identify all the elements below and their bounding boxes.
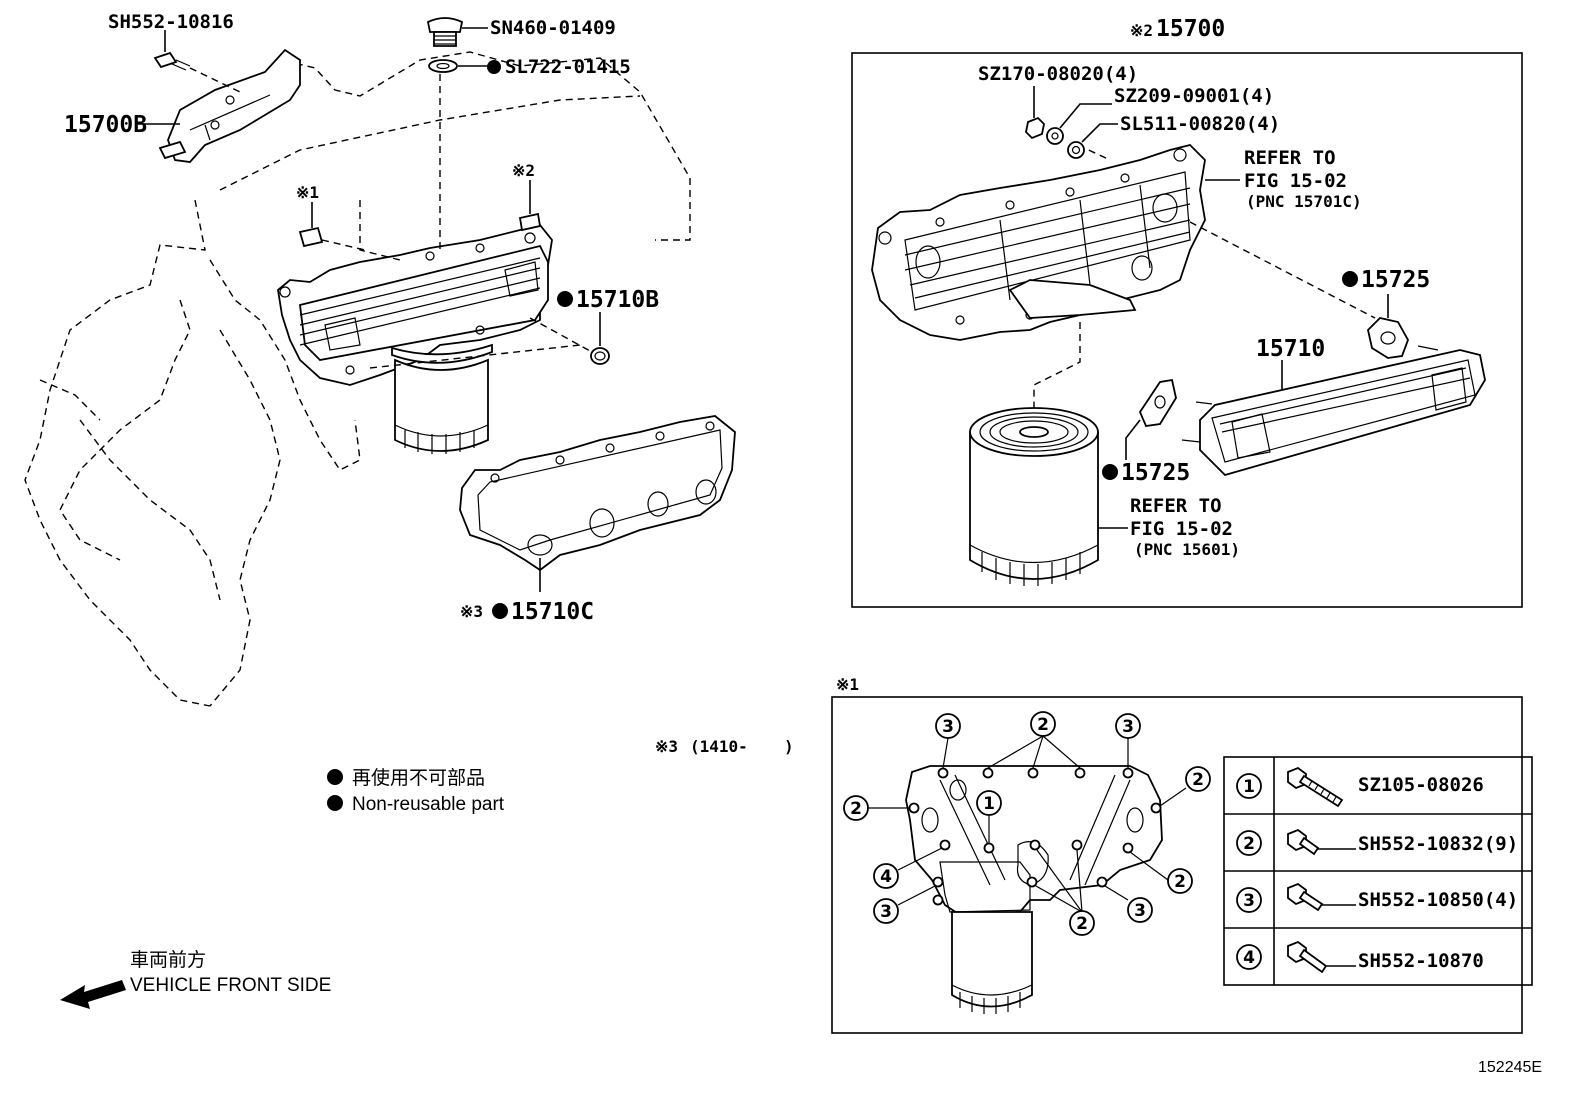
- bubble-2: 2: [1167, 868, 1193, 894]
- svg-text:2: 2: [850, 799, 862, 819]
- nut-washers: [1025, 86, 1118, 159]
- bubble-2: 2: [1185, 766, 1211, 792]
- front-arrow-icon: [60, 980, 126, 1009]
- oil-filter-left: [391, 343, 493, 454]
- svg-text:4: 4: [880, 867, 892, 887]
- label-refer2-b: FIG 15-02: [1130, 518, 1233, 540]
- svg-text:2: 2: [1037, 715, 1049, 735]
- svg-text:3: 3: [1122, 717, 1134, 737]
- svg-text:1: 1: [983, 794, 995, 814]
- svg-text:3: 3: [880, 902, 892, 922]
- gasket-15710c: [459, 415, 736, 592]
- nonreusable-dot: [492, 603, 508, 619]
- bubble-3: 3: [1115, 713, 1141, 739]
- oil-cooler-body: [277, 200, 553, 386]
- bolt-part-1: SZ105-08026: [1358, 774, 1484, 796]
- svg-text:2: 2: [1192, 770, 1204, 790]
- label-washer1: SZ209-09001(4): [1114, 85, 1274, 107]
- label-ref2: ※2: [512, 161, 535, 180]
- svg-text:2: 2: [1174, 872, 1186, 892]
- label-element: 15710: [1256, 336, 1325, 362]
- label-plug-gasket: SL722-01415: [505, 56, 631, 78]
- assembly-number: 15700: [1156, 16, 1225, 42]
- label-ref1: ※1: [296, 183, 319, 202]
- bolt-part-2: SH552-10832(9): [1358, 833, 1518, 855]
- label-plug: SN460-01409: [490, 17, 616, 39]
- label-nut: SZ170-08020(4): [978, 63, 1138, 85]
- svg-text:1: 1: [1243, 777, 1255, 797]
- assembly-frame: [851, 52, 1523, 608]
- bolt-part-4: SH552-10870: [1358, 950, 1484, 972]
- detail-housing: [905, 765, 1163, 1014]
- label-refer2-c: (PNC 15601): [1134, 540, 1240, 559]
- front-jp: 車両前方: [130, 949, 206, 971]
- oring-15710b: [369, 312, 610, 369]
- label-gasket-upper: 15725: [1361, 267, 1430, 293]
- assembly-mark: ※2: [1130, 21, 1153, 40]
- legend-jp: 再使用不可部品: [352, 767, 485, 789]
- label-refer1-c: (PNC 15701C): [1246, 192, 1362, 211]
- bubble-3: 3: [1127, 897, 1153, 923]
- legend-en: Non-reusable part: [352, 794, 505, 815]
- label-gasket: 15710C: [511, 599, 594, 625]
- bolt-row-1: 1 SZ105-08026: [1236, 766, 1484, 808]
- label-oring: 15710B: [576, 287, 659, 313]
- bubble-4: 4: [873, 863, 899, 889]
- svg-text:2: 2: [1243, 834, 1255, 854]
- detail-leaders: [868, 735, 1187, 913]
- svg-text:2: 2: [1076, 914, 1088, 934]
- footnote-mark: ※3: [655, 737, 678, 756]
- bubble-1: 1: [976, 790, 1002, 816]
- bubble-3: 3: [935, 713, 961, 739]
- svg-text:3: 3: [1243, 891, 1255, 911]
- oil-cooler-housing: [871, 144, 1376, 412]
- legend-dot: [327, 769, 343, 785]
- label-gasket-mark: ※3: [460, 602, 483, 621]
- diagram-id: 152245E: [1478, 1059, 1542, 1076]
- oil-filter-assembly: [969, 407, 1128, 586]
- bolt-row-2: 2 SH552-10832(9): [1236, 828, 1518, 856]
- nonreusable-dot: [557, 291, 573, 307]
- detail-frame: [831, 696, 1523, 1034]
- svg-text:4: 4: [1243, 948, 1255, 968]
- drain-plug: [426, 17, 488, 250]
- svg-text:3: 3: [942, 717, 954, 737]
- nonreusable-dot: [1102, 464, 1118, 480]
- label-refer2-a: REFER TO: [1130, 495, 1222, 517]
- footnote-text: (1410-: [690, 737, 748, 756]
- label-bracket: 15700B: [64, 112, 147, 138]
- detail-bubbles: 3 2 3 2 2 1 4 2 3 2 3: [843, 711, 1211, 936]
- cooler-element-15710: [1181, 345, 1486, 477]
- bracket-15700b: [153, 48, 301, 163]
- bubble-2: 2: [1030, 711, 1056, 737]
- detail-bolt-holes: [908, 767, 1162, 906]
- bolt-row-3: 3 SH552-10850(4): [1236, 882, 1518, 913]
- engine-outline: [24, 51, 691, 707]
- bolt-table: 1 SZ105-08026 2 SH552-10832(9) 3 SH552-1…: [1223, 756, 1533, 986]
- bubble-3: 3: [873, 898, 899, 924]
- label-bracket-bolt: SH552-10816: [108, 11, 234, 33]
- label-washer2: SL511-00820(4): [1120, 113, 1280, 135]
- front-en: VEHICLE FRONT SIDE: [130, 975, 331, 996]
- nonreusable-dot: [1342, 271, 1358, 287]
- gasket-15725-upper: [1367, 294, 1409, 359]
- bolt-row-4: 4 SH552-10870: [1236, 940, 1484, 974]
- bubble-2: 2: [1069, 910, 1095, 936]
- gasket-15725-lower: [1125, 378, 1177, 460]
- label-gasket-lower: 15725: [1121, 460, 1190, 486]
- label-refer1-a: REFER TO: [1244, 147, 1336, 169]
- nonreusable-dot: [487, 60, 501, 74]
- detail-mark: ※1: [836, 675, 859, 694]
- label-refer1-b: FIG 15-02: [1244, 170, 1347, 192]
- bolt-part-3: SH552-10850(4): [1358, 889, 1518, 911]
- legend-dot: [327, 795, 343, 811]
- bubble-2: 2: [843, 795, 869, 821]
- footnote-close: ): [784, 737, 794, 756]
- svg-text:3: 3: [1134, 901, 1146, 921]
